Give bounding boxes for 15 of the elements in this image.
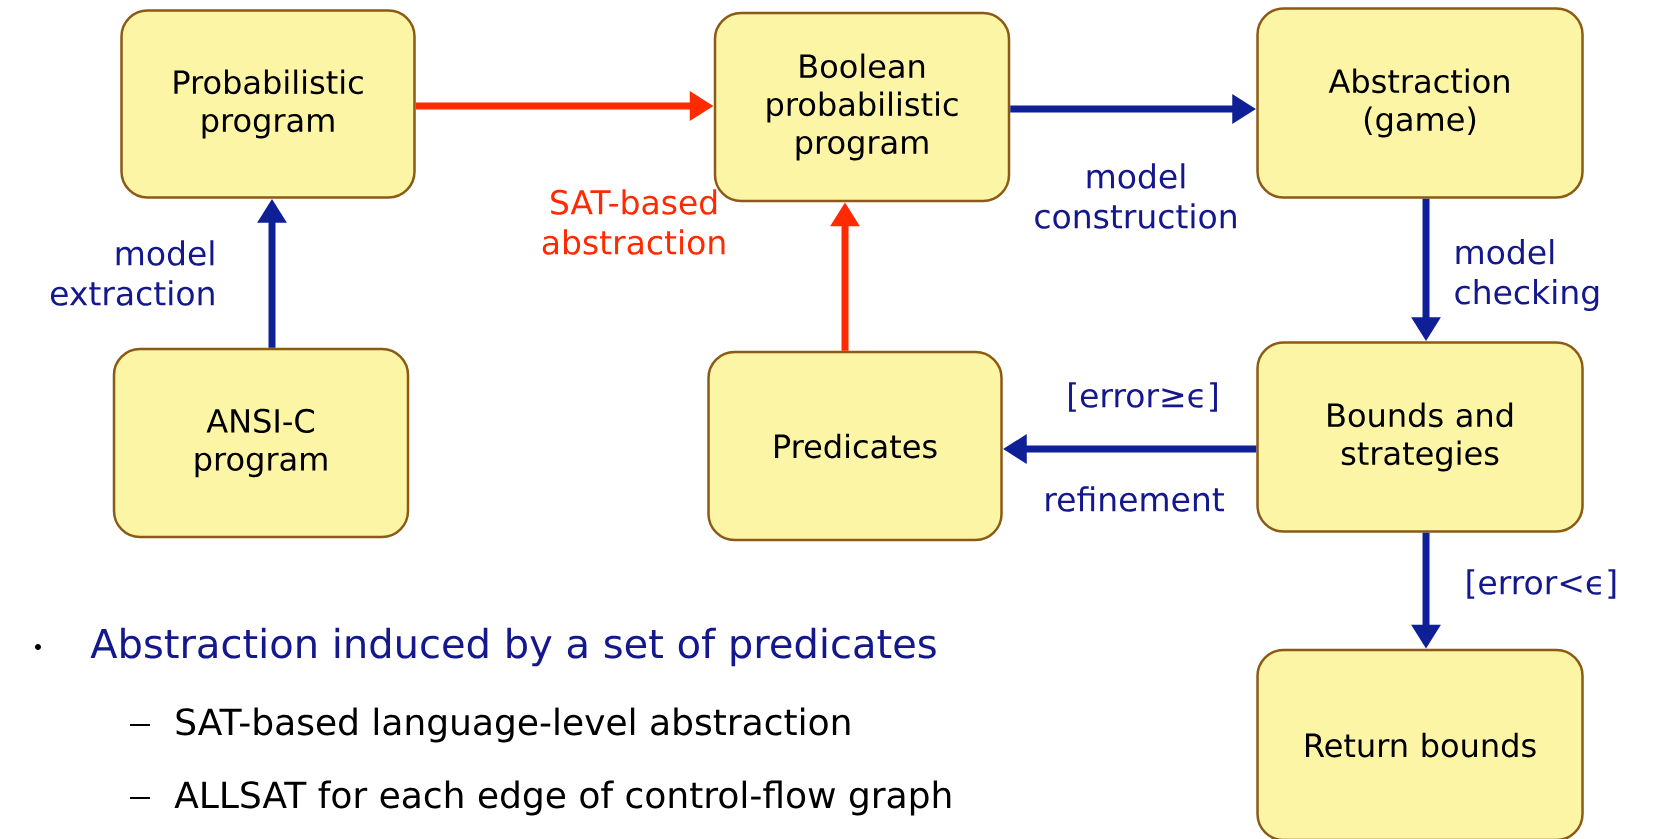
process-box: ANSI-C program [112,347,410,539]
process-box: Predicates [707,350,1003,542]
process-box: Abstraction (game) [1256,7,1584,199]
edge-label: model checking [1455,239,1599,311]
edge-label: [error≥ϵ] [1069,382,1217,412]
bullet-text: Abstraction induced by a set of predicates [90,627,936,667]
bullet-text: ALLSAT for each edge of control-flow graph [174,780,951,816]
process-box: Probabilistic program [120,9,416,199]
process-box: Return bounds [1256,648,1584,839]
annotation-text: refinement [1046,486,1224,512]
edge-label: model construction [1035,163,1236,229]
edge-label: [error<ϵ] [1467,569,1616,599]
process-box: Bounds and strategies [1256,341,1584,533]
edge-label: model extraction [50,240,214,306]
bullet-text: SAT-based language-level abstraction [176,707,850,743]
